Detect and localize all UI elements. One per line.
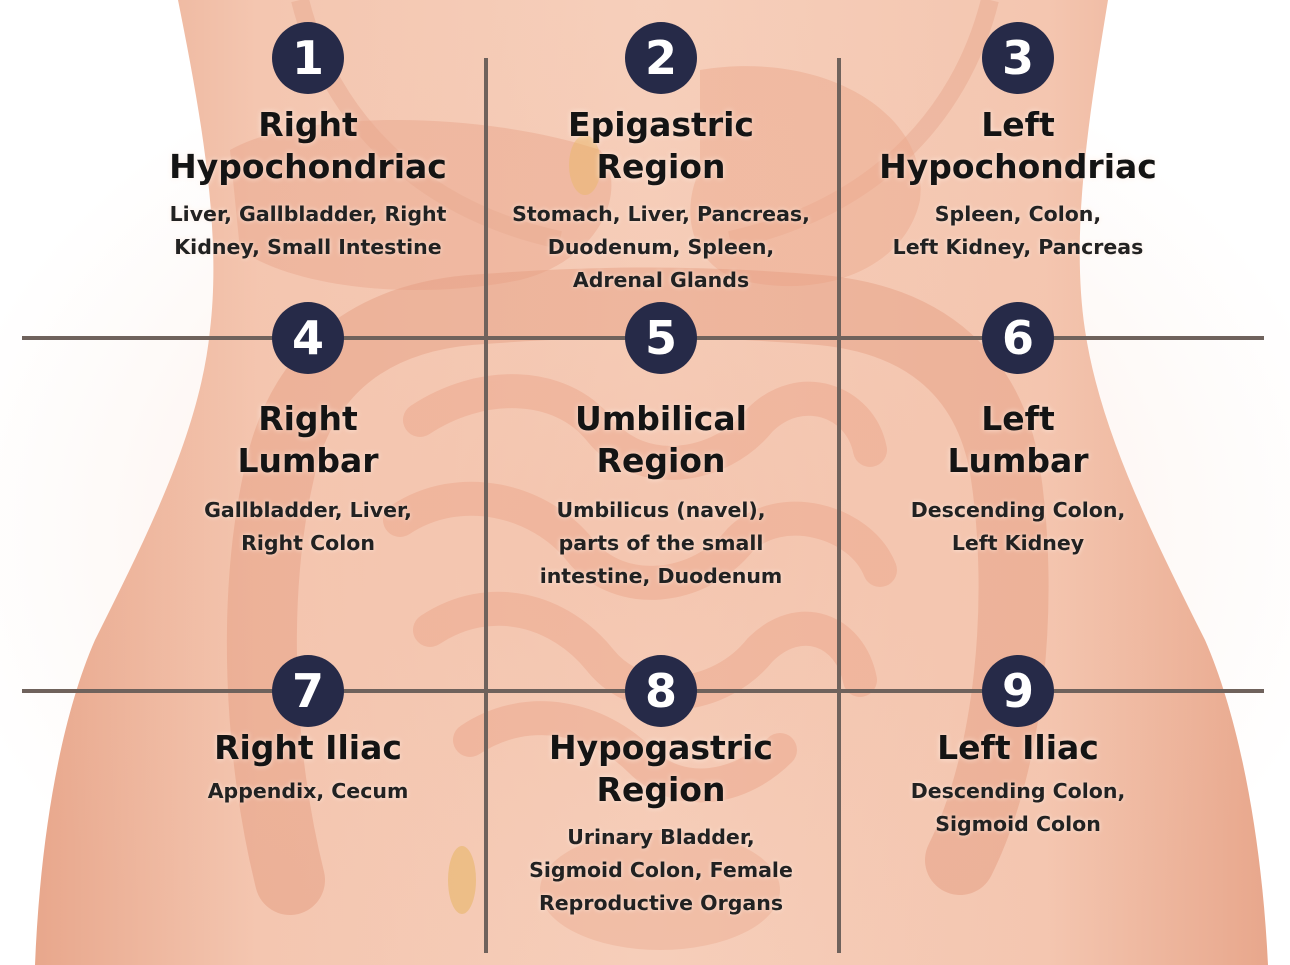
region-title: Right Hypochondriac xyxy=(169,105,447,186)
region-organs: Descending Colon, Sigmoid Colon xyxy=(910,779,1126,836)
region-left-lumbar: 6 Left Lumbar Descending Colon, Left Kid… xyxy=(840,302,1196,560)
region-organs: Umbilicus (navel), parts of the small in… xyxy=(539,498,783,588)
region-title: Right Lumbar xyxy=(237,399,379,480)
bladder-shape xyxy=(540,830,780,950)
appendix-accent xyxy=(448,846,476,914)
region-organs: Liver, Gallbladder, Right Kidney, Small … xyxy=(169,202,447,259)
region-hypogastric: 8 Hypogastric Region Urinary Bladder, Si… xyxy=(483,655,839,920)
region-number-badge: 1 xyxy=(272,22,344,94)
region-title: Left Hypochondriac xyxy=(879,105,1157,186)
region-number-badge: 2 xyxy=(625,22,697,94)
region-left-iliac: 9 Left Iliac Descending Colon, Sigmoid C… xyxy=(840,655,1196,841)
region-left-hypochondriac: 3 Left Hypochondriac Spleen, Colon, Left… xyxy=(840,22,1196,264)
region-number-badge: 8 xyxy=(625,655,697,727)
region-title: Umbilical Region xyxy=(575,399,747,480)
region-right-hypochondriac: 1 Right Hypochondriac Liver, Gallbladder… xyxy=(130,22,486,264)
region-right-lumbar: 4 Right Lumbar Gallbladder, Liver, Right… xyxy=(130,302,486,560)
region-organs: Appendix, Cecum xyxy=(207,779,409,803)
region-number-badge: 3 xyxy=(982,22,1054,94)
region-organs: Urinary Bladder, Sigmoid Colon, Female R… xyxy=(529,825,793,915)
region-organs: Spleen, Colon, Left Kidney, Pancreas xyxy=(892,202,1144,259)
region-umbilical: 5 Umbilical Region Umbilicus (navel), pa… xyxy=(483,302,839,593)
region-organs: Stomach, Liver, Pancreas, Duodenum, Sple… xyxy=(512,202,810,292)
vertical-divider-left xyxy=(484,58,488,953)
region-number-badge: 6 xyxy=(982,302,1054,374)
region-title: Hypogastric Region xyxy=(549,728,773,809)
region-right-iliac: 7 Right Iliac Appendix, Cecum xyxy=(130,655,486,808)
region-title: Right Iliac xyxy=(214,728,402,767)
region-title: Left Iliac xyxy=(937,728,1099,767)
region-number-badge: 5 xyxy=(625,302,697,374)
region-number-badge: 9 xyxy=(982,655,1054,727)
region-epigastric: 2 Epigastric Region Stomach, Liver, Panc… xyxy=(483,22,839,297)
region-organs: Descending Colon, Left Kidney xyxy=(910,498,1126,555)
vertical-divider-right xyxy=(837,58,841,953)
region-title: Epigastric Region xyxy=(568,105,754,186)
region-number-badge: 7 xyxy=(272,655,344,727)
region-title: Left Lumbar xyxy=(947,399,1089,480)
region-number-badge: 4 xyxy=(272,302,344,374)
region-organs: Gallbladder, Liver, Right Colon xyxy=(204,498,412,555)
